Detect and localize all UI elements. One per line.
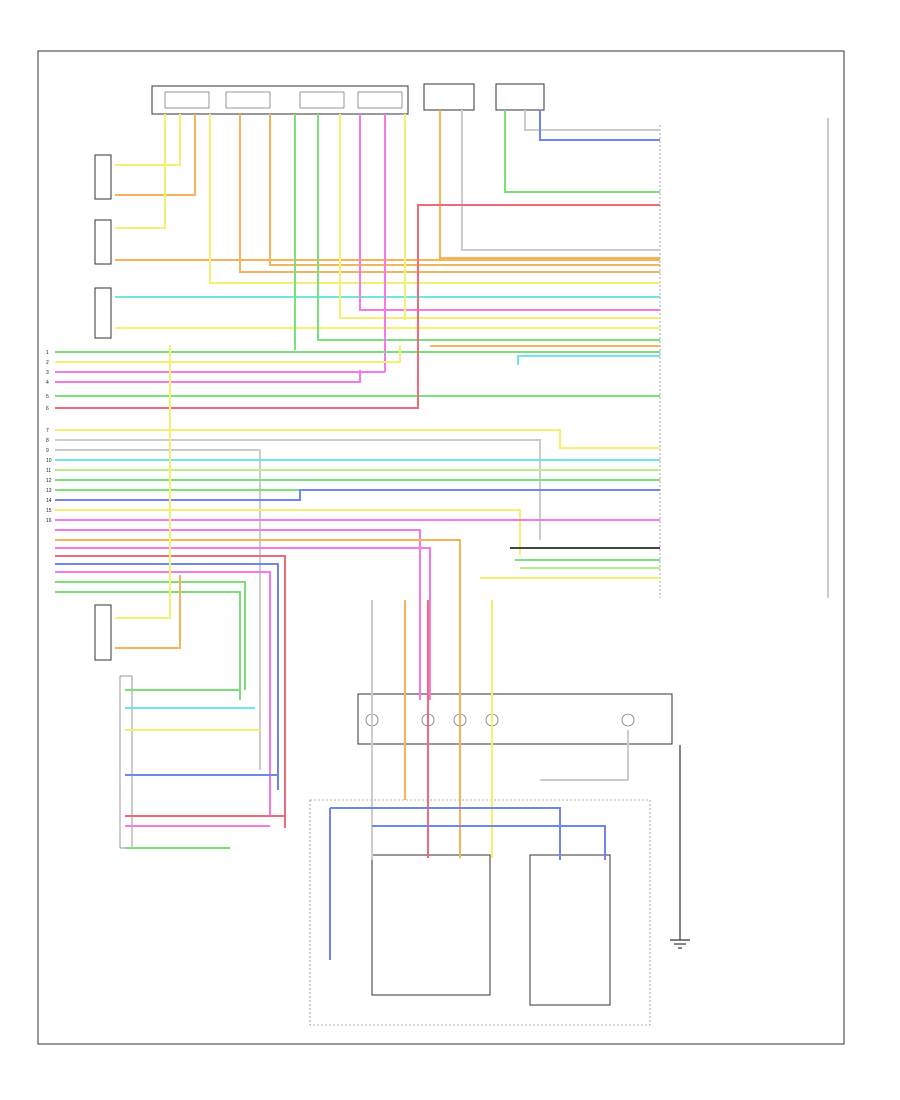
wire-rf1: [115, 345, 171, 619]
wire-lc18: [55, 591, 241, 700]
wire-amp-gray: [461, 110, 660, 251]
steering-wheel-controls: [309, 799, 651, 1026]
wire-lc16: [55, 571, 271, 815]
pin-number: 4: [46, 380, 49, 386]
radio-connector: [659, 118, 829, 598]
wire-sc9: [540, 730, 629, 781]
wire-lb2: [55, 345, 401, 363]
wire-lb4: [55, 370, 361, 383]
wire-lc14: [55, 555, 286, 828]
wires: [55, 110, 660, 960]
pin-number: 10: [46, 458, 52, 464]
left-front-speaker: [94, 154, 112, 200]
top-connector-block: [151, 85, 409, 115]
left-module: [119, 675, 133, 849]
wire-lf-yellow: [115, 114, 181, 166]
wire-lc11: [55, 529, 421, 700]
center-speaker: [94, 287, 112, 339]
left-rear-speaker: [94, 219, 112, 265]
wire-sub-gray: [524, 110, 660, 131]
wire-t2: [239, 114, 660, 273]
wire-lc13: [55, 547, 431, 700]
pin-number: 1: [46, 350, 49, 356]
wire-t7: [359, 114, 660, 311]
wire-t5: [317, 114, 660, 341]
pin-number: 11: [46, 468, 51, 474]
amplifier-block: [423, 83, 475, 111]
pin-number: 15: [46, 508, 52, 514]
wire-sc6: [330, 807, 561, 860]
pin-number: 16: [46, 518, 52, 524]
pin-number: 7: [46, 428, 49, 434]
pin-number: 5: [46, 394, 49, 400]
wire-lc8: [55, 489, 660, 501]
pin-number: 3: [46, 370, 49, 376]
wire-lc3: [55, 449, 261, 770]
wire-t10: [439, 110, 660, 259]
wire-sub-green: [504, 110, 660, 193]
wire-lb6: [55, 204, 660, 409]
pin-number: 9: [46, 448, 49, 454]
wire-t3: [269, 114, 660, 266]
diagram-frame: [37, 50, 845, 1045]
wire-sc8: [372, 825, 606, 860]
wire-r2: [517, 355, 660, 365]
pin-number: 12: [46, 478, 52, 484]
wire-lc1: [55, 429, 660, 449]
wire-lf-orange: [115, 114, 196, 196]
wire-lr-yellow: [115, 114, 166, 229]
subwoofer-block: [495, 83, 545, 111]
wire-lc2: [55, 439, 541, 540]
wire-sub-blue: [539, 110, 660, 141]
wire-t6: [339, 114, 660, 319]
pin-number: 2: [46, 360, 49, 366]
pin-number: 6: [46, 406, 49, 412]
pin-number: 8: [46, 438, 49, 444]
wire-lc17: [55, 581, 246, 690]
pin-number: 13: [46, 488, 52, 494]
pin-number: 14: [46, 498, 52, 504]
wire-lc15: [55, 563, 279, 790]
wire-t1: [209, 114, 660, 284]
ground-symbol: [670, 745, 690, 949]
right-front-speaker: [94, 604, 112, 661]
wire-rf2: [115, 575, 181, 649]
wire-lc9: [55, 509, 521, 555]
